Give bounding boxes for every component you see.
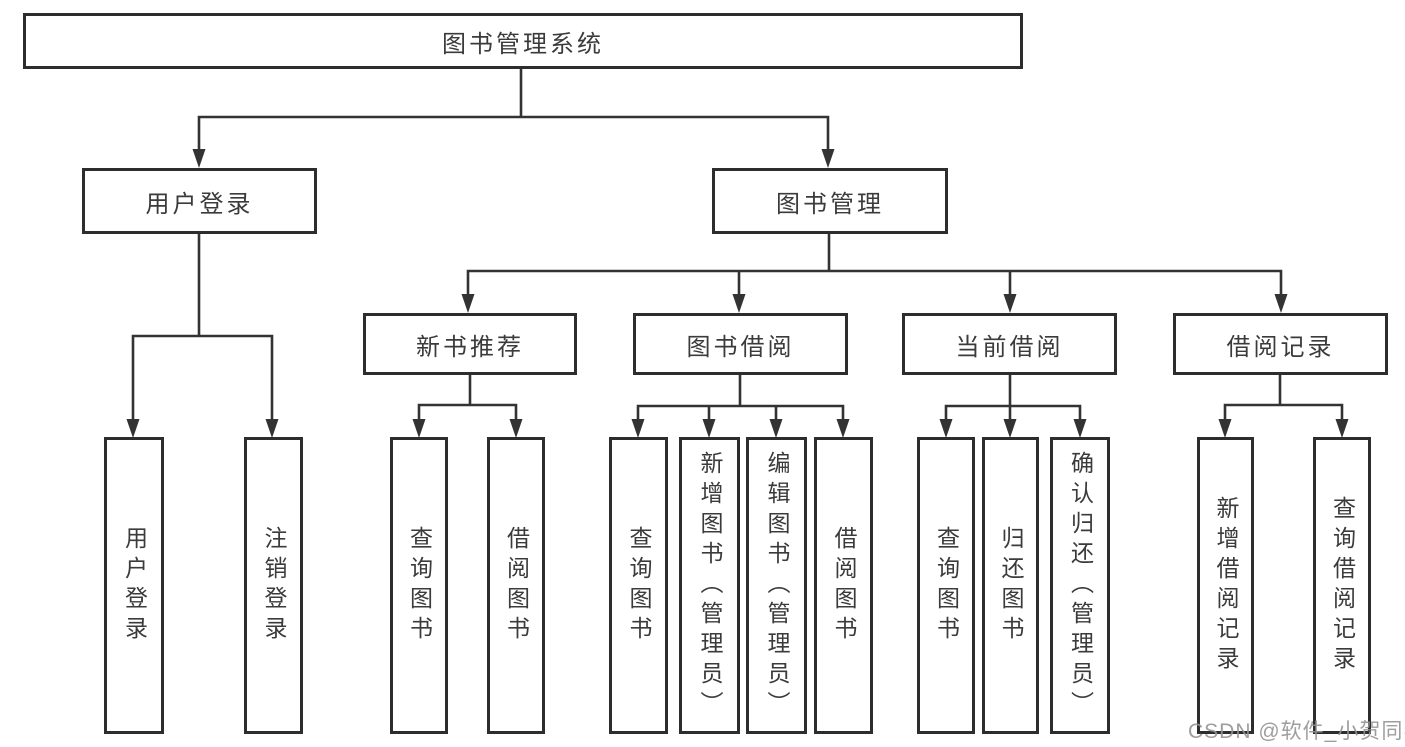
arrowhead-query-book-a: [412, 419, 426, 438]
arrowhead-query-book-c: [939, 419, 953, 438]
arrowhead-leaf-user-login: [126, 419, 140, 438]
arrowhead-borrow-book-b: [836, 419, 850, 438]
node-book-management-label: 图书管理: [776, 190, 884, 218]
leaf-query-borrow-record-label: 查询借阅记录: [1329, 495, 1356, 676]
leaf-edit-book-admin: 编辑图书（管理员）: [746, 437, 807, 734]
leaf-add-book-admin: 新增图书（管理员）: [679, 437, 740, 734]
node-book-borrowing: 图书借阅: [633, 313, 848, 375]
arrowhead-new-book: [461, 294, 475, 313]
node-new-book-recommend: 新书推荐: [363, 313, 577, 375]
node-root-label: 图书管理系统: [442, 30, 604, 58]
leaf-add-borrow-record-label: 新增借阅记录: [1213, 495, 1239, 676]
arrowhead-query-record: [1335, 419, 1349, 438]
leaf-borrow-book-recommend-label: 借阅图书: [503, 525, 530, 646]
connector-borrow-records-branch: [1223, 403, 1344, 420]
leaf-query-book-current: 查询图书: [917, 437, 975, 734]
leaf-logout: 注销登录: [244, 437, 303, 734]
arrowhead-query-book-b: [631, 419, 645, 438]
leaf-confirm-return-admin: 确认归还（管理员）: [1050, 437, 1110, 734]
node-borrowing-records: 借阅记录: [1173, 313, 1388, 375]
arrowhead-add-record: [1218, 419, 1232, 438]
arrowhead-return-book: [1003, 419, 1017, 438]
leaf-borrow-book-borrowing: 借阅图书: [814, 437, 873, 734]
arrowhead-borrow-records: [1274, 294, 1288, 313]
connector-user-login-branch: [131, 334, 274, 420]
leaf-edit-book-admin-label: 编辑图书（管理员）: [764, 450, 790, 721]
leaf-return-book-label: 归还图书: [998, 525, 1024, 646]
leaf-add-book-admin-label: 新增图书（管理员）: [697, 450, 723, 721]
arrowhead-confirm-return: [1073, 419, 1087, 438]
arrowhead-leaf-logout: [265, 419, 279, 438]
arrowhead-user-login: [192, 149, 206, 168]
node-current-borrowing: 当前借阅: [902, 313, 1117, 375]
node-user-login: 用户登录: [82, 168, 317, 234]
leaf-user-login: 用户登录: [104, 437, 164, 734]
node-current-borrowing-label: 当前借阅: [955, 333, 1064, 361]
connector-new-book-branch: [417, 403, 518, 420]
leaf-add-borrow-record: 新增借阅记录: [1197, 437, 1254, 734]
leaf-logout-label: 注销登录: [261, 525, 287, 646]
connector-book-borrow-branch: [636, 404, 845, 420]
leaf-confirm-return-admin-label: 确认归还（管理员）: [1067, 450, 1094, 721]
leaf-query-borrow-record: 查询借阅记录: [1313, 437, 1371, 734]
leaf-user-login-label: 用户登录: [121, 525, 148, 646]
arrowhead-edit-book: [769, 419, 783, 438]
arrowhead-current-borrow: [1003, 294, 1017, 313]
connector-root-branch: [197, 115, 830, 150]
node-root: 图书管理系统: [23, 13, 1023, 69]
csdn-watermark: CSDN @软件_小贺同学: [1188, 720, 1405, 743]
node-book-management: 图书管理: [712, 168, 948, 234]
arrowhead-add-book: [702, 419, 716, 438]
leaf-borrow-book-recommend: 借阅图书: [487, 437, 545, 734]
arrowhead-book-mgmt: [821, 149, 835, 168]
connector-current-borrow-branch: [944, 404, 1082, 420]
node-new-book-recommend-label: 新书推荐: [416, 333, 524, 361]
connector-book-mgmt-branch: [466, 269, 1283, 295]
arrowhead-borrow-book-a: [509, 419, 523, 438]
leaf-query-book-current-label: 查询图书: [933, 525, 960, 646]
leaf-query-book-borrowing: 查询图书: [609, 437, 668, 734]
leaf-return-book: 归还图书: [982, 437, 1039, 734]
node-book-borrowing-label: 图书借阅: [686, 333, 795, 361]
leaf-borrow-book-borrowing-label: 借阅图书: [831, 525, 857, 646]
arrowhead-book-borrow: [732, 294, 746, 313]
leaf-query-book-recommend: 查询图书: [390, 437, 448, 734]
leaf-query-book-recommend-label: 查询图书: [406, 525, 433, 646]
node-user-login-label: 用户登录: [145, 190, 254, 218]
leaf-query-book-borrowing-label: 查询图书: [626, 525, 652, 646]
node-borrowing-records-label: 借阅记录: [1226, 333, 1335, 361]
